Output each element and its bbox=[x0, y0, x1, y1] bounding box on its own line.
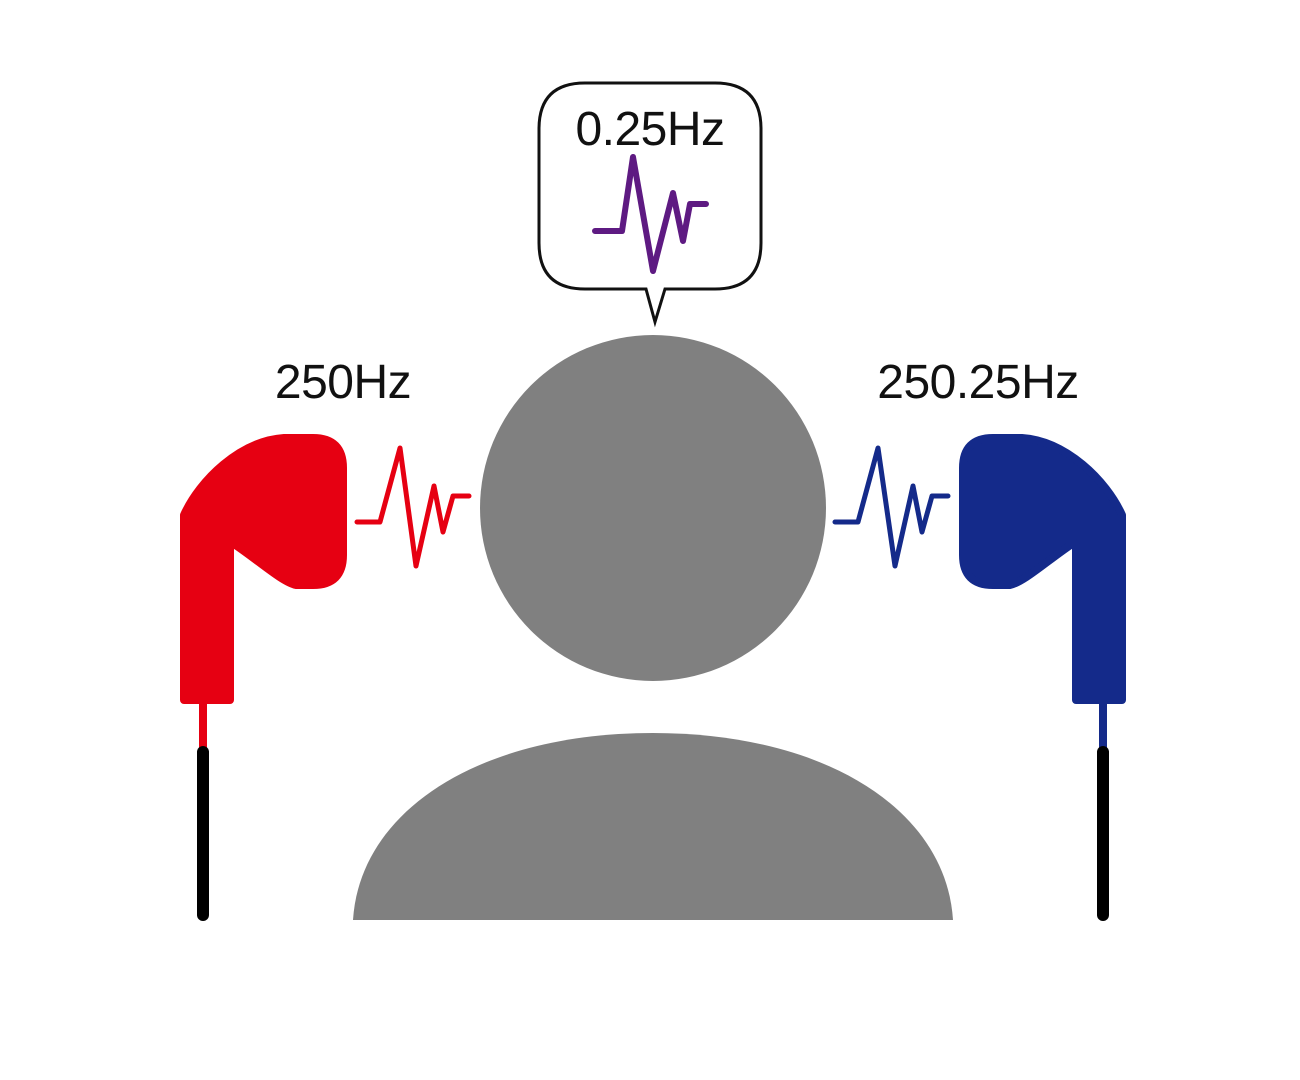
person-icon bbox=[353, 335, 953, 920]
right-frequency-label: 250.25Hz bbox=[877, 356, 1078, 409]
person-body bbox=[353, 733, 953, 920]
left-earbud-body bbox=[180, 434, 347, 704]
person-head bbox=[480, 335, 826, 681]
beat-frequency-label: 0.25Hz bbox=[575, 103, 724, 156]
left-frequency-label: 250Hz bbox=[275, 356, 411, 409]
right-earbud-icon: 250.25Hz bbox=[832, 356, 1126, 921]
right-earbud-body bbox=[959, 434, 1126, 704]
left-wave-icon bbox=[354, 445, 472, 569]
speech-bubble-outline bbox=[537, 81, 763, 328]
beat-wave-icon bbox=[592, 154, 709, 274]
right-wave-icon bbox=[832, 445, 951, 569]
speech-bubble-icon: 0.25Hz bbox=[537, 81, 763, 328]
left-earbud-icon: 250Hz bbox=[180, 356, 472, 921]
